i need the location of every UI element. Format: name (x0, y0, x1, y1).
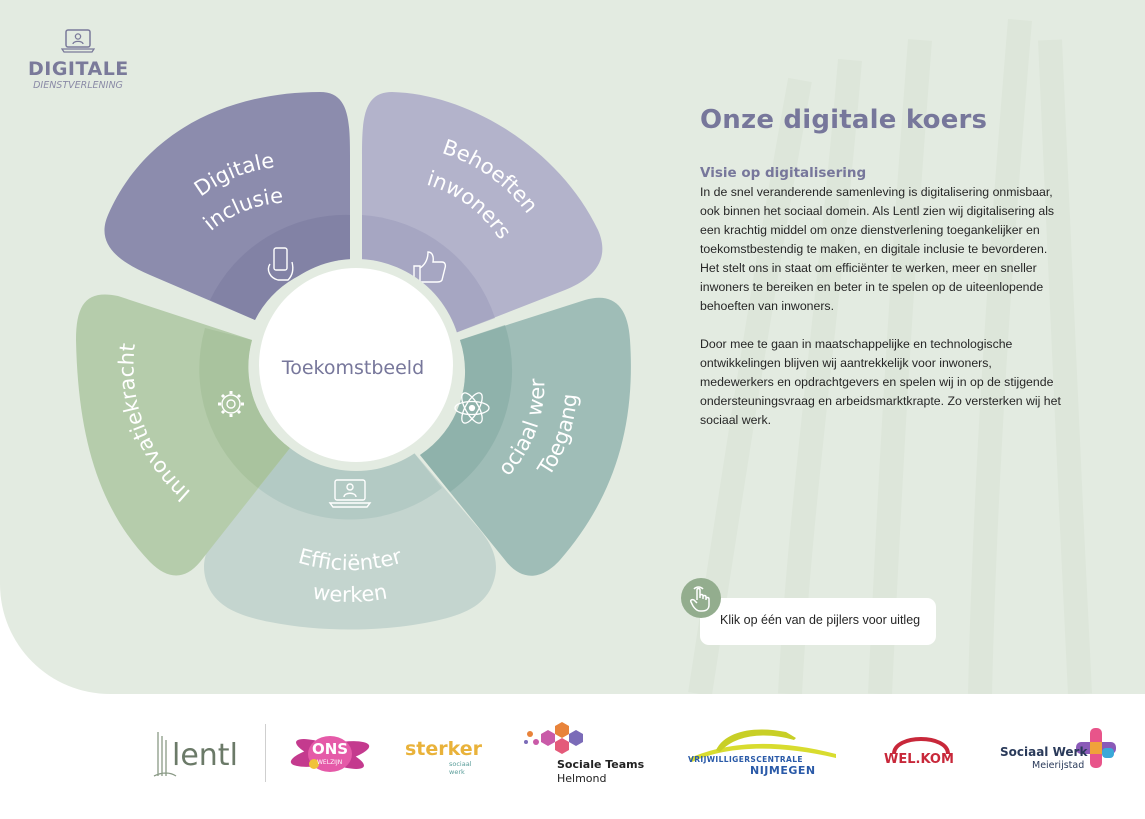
partner-ons-text: ONS (312, 740, 349, 758)
pillar-innovatiekracht[interactable]: Innovatiekracht (76, 294, 290, 576)
atom-icon (454, 392, 490, 424)
laptop-user-icon (60, 29, 96, 53)
brand-subtitle: DIENSTVERLENING (33, 80, 123, 91)
center-label: Toekomstbeeld (281, 357, 424, 379)
pillar-label: werken (311, 580, 389, 607)
page-title: Onze digitale koers (700, 105, 988, 135)
pillar-wheel: Digitale inclusie Behoeften inwoners Toe… (0, 0, 631, 630)
partner-sociale-teams-1: Sociale Teams (557, 758, 645, 771)
partner-sterker-sub: sociaal werk (449, 760, 472, 776)
partner-sociale-teams-2: Helmond (557, 772, 607, 785)
partner-vrijwilligers-1: VRIJWILLIGERSCENTRALE (688, 755, 803, 764)
hand-phone-icon (267, 247, 294, 281)
partner-logo-ons[interactable]: ONS WELZIJN (286, 728, 374, 780)
partner-vrijwilligers-2: NIJMEGEN (750, 764, 816, 777)
partner-ons-sub: WELZIJN (317, 759, 343, 766)
pillar-digitale-inclusie[interactable]: Digitale inclusie (104, 92, 350, 320)
pillar-efficienter-werken[interactable]: Efficiënter werken (204, 448, 496, 630)
partner-logo-welkom[interactable]: WEL.KOM (882, 726, 960, 772)
main-content: Onze digitale koers Visie op digitaliser… (700, 105, 1062, 430)
partner-logo-lentl[interactable]: lentl (152, 726, 238, 782)
partner-logo-vrijwilligerscentrale[interactable]: VRIJWILLIGERSCENTRALE NIJMEGEN (686, 724, 842, 780)
partner-lentl-text: lentl (172, 738, 238, 773)
brand-title: DIGITALE (28, 58, 129, 80)
partner-welkom-text: WEL.KOM (884, 752, 954, 767)
partner-sociaal-werk-2: Meierijstad (1032, 760, 1085, 771)
brand-logo[interactable]: DIGITALE DIENSTVERLENING (28, 28, 128, 91)
partner-logo-sterker[interactable]: sterker sociaal werk (405, 738, 485, 776)
hint-box: Klik op één van de pijlers voor uitleg (700, 598, 936, 645)
section-title: Visie op digitalisering (700, 165, 867, 181)
paragraph-1: In de snel veranderende samenleving is d… (700, 185, 1055, 313)
partner-logo-sociale-teams[interactable]: Sociale Teams Helmond (522, 720, 646, 786)
hint-text: Klik op één van de pijlers voor uitleg (720, 613, 921, 627)
gear-icon (218, 391, 244, 417)
paragraph-2: Door mee te gaan in maatschappelijke en … (700, 337, 1061, 427)
laptop-user-icon (328, 479, 372, 508)
partner-sterker-text: sterker (405, 738, 483, 760)
pointer-hand-icon (681, 578, 721, 618)
pillar-behoeften-inwoners[interactable]: Behoeften inwoners (362, 92, 603, 335)
footer-divider (265, 724, 266, 782)
partner-logo-sociaal-werk[interactable]: Sociaal Werk Meierijstad (998, 728, 1118, 778)
partner-sociaal-werk-1: Sociaal Werk (1000, 745, 1088, 759)
wheel-center[interactable]: Toekomstbeeld (250, 259, 462, 471)
